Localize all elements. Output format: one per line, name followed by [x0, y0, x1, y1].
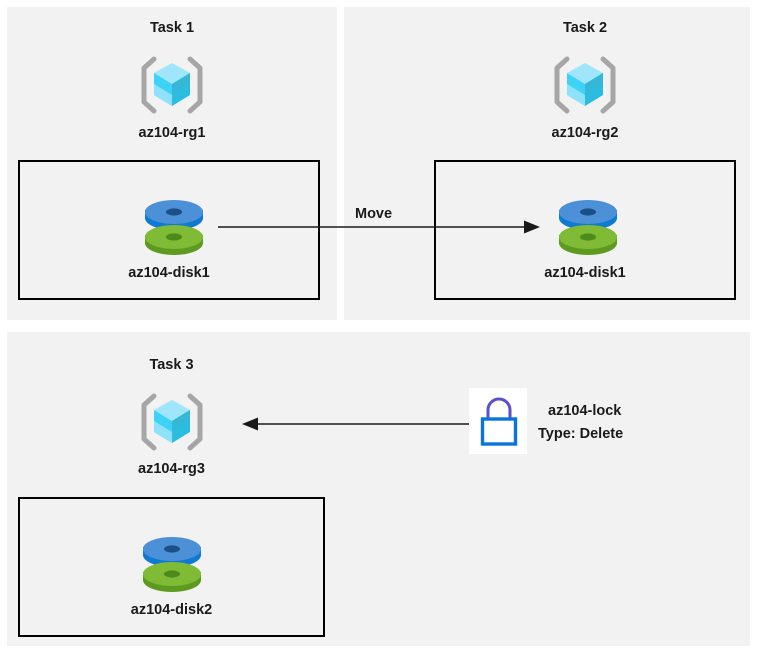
task-2-title: Task 2 — [562, 20, 608, 36]
managed-disk-icon — [140, 535, 204, 595]
move-connector-label: Move — [355, 206, 393, 222]
move-arrow-connector — [218, 215, 543, 239]
task-1-title: Task 1 — [149, 20, 195, 36]
resource-name-task-1: az104-disk1 — [128, 265, 210, 281]
managed-disk-icon — [556, 198, 620, 258]
lock-type-label: Type: Delete — [538, 426, 624, 442]
task-3-title: Task 3 — [149, 357, 194, 373]
resource-group-cube-icon — [140, 55, 204, 115]
resource-name-task-2: az104-disk1 — [544, 265, 626, 281]
resource-group-cube-icon — [140, 392, 204, 452]
resource-group-name-task-2: az104-rg2 — [551, 125, 619, 141]
resource-group-name-task-1: az104-rg1 — [138, 125, 206, 141]
resource-group-cube-icon — [553, 55, 617, 115]
resource-group-name-task-3: az104-rg3 — [138, 461, 205, 477]
lock-name-label: az104-lock — [548, 403, 622, 419]
resource-name-task-3: az104-disk2 — [130, 602, 213, 618]
padlock-icon — [478, 394, 520, 448]
managed-disk-icon — [142, 198, 206, 258]
resource-group-box-task-2 — [434, 160, 736, 300]
lock-arrow-connector — [241, 412, 469, 436]
